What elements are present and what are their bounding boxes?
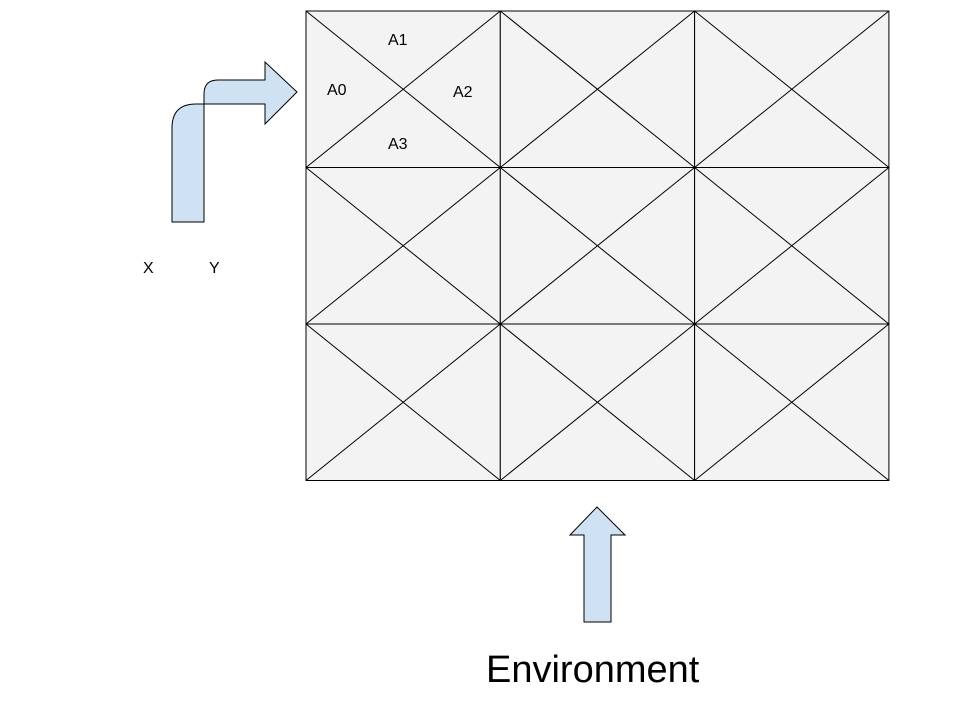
grid-cell-r1-c0: [305, 167, 501, 325]
grid-cell-r2-c0: [305, 323, 501, 481]
grid-cell-r2-c2: [694, 323, 890, 481]
grid-cell-r1-c1: [499, 167, 696, 325]
grid-cell-r2-c1: [499, 323, 696, 481]
label-a1: A1: [388, 32, 408, 49]
up-arrow-icon: [568, 506, 627, 623]
grid-cell-r0-c1: [499, 10, 696, 168]
label-a2: A2: [453, 84, 473, 101]
cell-diagonal-up: [499, 10, 695, 168]
cell-diagonal-up: [305, 10, 501, 168]
label-a3: A3: [388, 136, 408, 153]
grid-cell-r1-c2: [694, 167, 890, 325]
cell-diagonal-up: [499, 323, 695, 481]
grid: [305, 10, 890, 481]
axis-label-y: Y: [209, 260, 220, 277]
cell-diagonal-up: [694, 167, 890, 325]
grid-cell-r0-c0: [305, 10, 501, 168]
cell-diagonal-up: [694, 323, 890, 481]
grid-cell-r0-c2: [694, 10, 890, 168]
axis-label-x: X: [143, 260, 154, 277]
cell-diagonal-up: [499, 167, 695, 325]
cell-diagonal-up: [694, 10, 890, 168]
cell-diagonal-up: [305, 167, 501, 325]
bent-arrow-icon: [171, 60, 298, 223]
label-a0: A0: [327, 82, 347, 99]
environment-label: Environment: [486, 649, 700, 691]
cell-diagonal-up: [305, 323, 501, 481]
